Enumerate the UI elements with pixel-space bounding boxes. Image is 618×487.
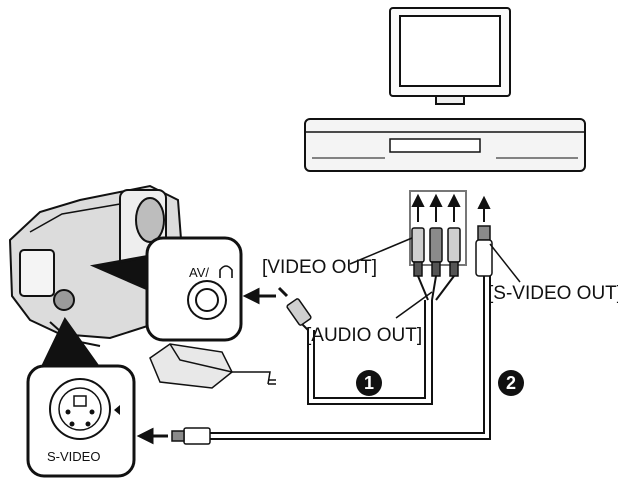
connect-arrows xyxy=(136,287,276,445)
audio-out-label: [AUDIO OUT] xyxy=(306,325,423,346)
callout-cable-1: 1 xyxy=(356,370,382,396)
tv-icon xyxy=(389,7,511,105)
av-jack-zoom xyxy=(89,236,243,342)
callout-cable-2: 2 xyxy=(498,370,524,396)
headphone-icon xyxy=(219,265,233,278)
s-video-plug-camcorder xyxy=(171,427,211,445)
rca-plugs xyxy=(411,227,461,277)
av-mini-plug xyxy=(277,286,312,326)
label-leaders xyxy=(349,237,521,319)
s-video-jack-zoom xyxy=(26,317,136,478)
s-video-out-label: [S-VIDEO OUT] xyxy=(488,283,618,304)
av-jack-label: AV/ xyxy=(189,265,209,280)
vcr-deck-icon xyxy=(304,118,586,172)
s-video-cable xyxy=(210,276,491,440)
s-video-jack-label: S-VIDEO xyxy=(47,449,101,464)
video-out-label: [VIDEO OUT] xyxy=(262,257,378,278)
input-arrows xyxy=(411,193,491,222)
ac-adapter-icon xyxy=(149,343,276,389)
s-video-plug-deck xyxy=(475,225,493,277)
camcorder-icon xyxy=(8,184,186,347)
av-cable xyxy=(299,275,455,405)
